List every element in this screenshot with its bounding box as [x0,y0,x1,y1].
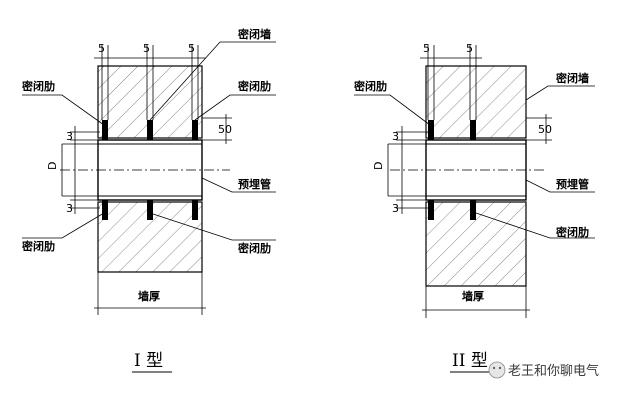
type1-label-thickness: 墙厚 [138,289,160,303]
type2-dim-50: 50 [538,123,552,136]
type1-label-pipe: 预埋管 [238,177,271,191]
type1-dim-d: D [46,162,59,170]
type2-dim-5-a: 5 [423,42,430,55]
type1-sealing-ribs [102,120,198,220]
type1-dim-5-a: 5 [98,42,105,55]
type1-label-rib-right-top: 密闭肋 [238,79,271,93]
wechat-icon [488,361,506,379]
type2-dim-3-bottom: 3 [392,202,399,215]
watermark: 老王和你聊电气 [488,361,599,379]
type1-label-rib-left-bottom: 密闭肋 [22,239,55,253]
type1-dim-5-b: 5 [143,42,150,55]
type1-dim-50: 50 [218,123,232,136]
type1-label-wall: 密闭墙 [238,27,271,41]
type2-label-rib-right-bottom: 密闭肋 [556,225,589,239]
type2-dim-d: D [372,162,385,170]
type2-dim-5-b: 5 [466,42,473,55]
type1-caption: I 型 [134,351,163,371]
type2-dim-3-top: 3 [392,130,399,143]
type1-label-rib-left-top: 密闭肋 [22,79,55,93]
type2-label-thickness: 墙厚 [462,289,484,303]
type2-label-wall: 密闭墙 [556,71,589,85]
type1-dim-3-bottom: 3 [66,202,73,215]
type1-label-rib-right-bottom: 密闭肋 [238,241,271,255]
type2-drawing: 5 5 3 3 D 50 墙厚 密闭肋 [354,42,595,373]
type2-sealing-ribs [428,120,476,220]
type2-label-rib-left-top: 密闭肋 [354,79,387,93]
watermark-text: 老王和你聊电气 [508,363,599,379]
type2-label-pipe: 预埋管 [556,177,589,191]
type1-dim-3-top: 3 [66,130,73,143]
type2-caption: II 型 [452,351,488,371]
type1-dim-5-c: 5 [188,42,195,55]
type1-drawing: 5 5 5 3 3 D 50 墙厚 [22,27,276,373]
